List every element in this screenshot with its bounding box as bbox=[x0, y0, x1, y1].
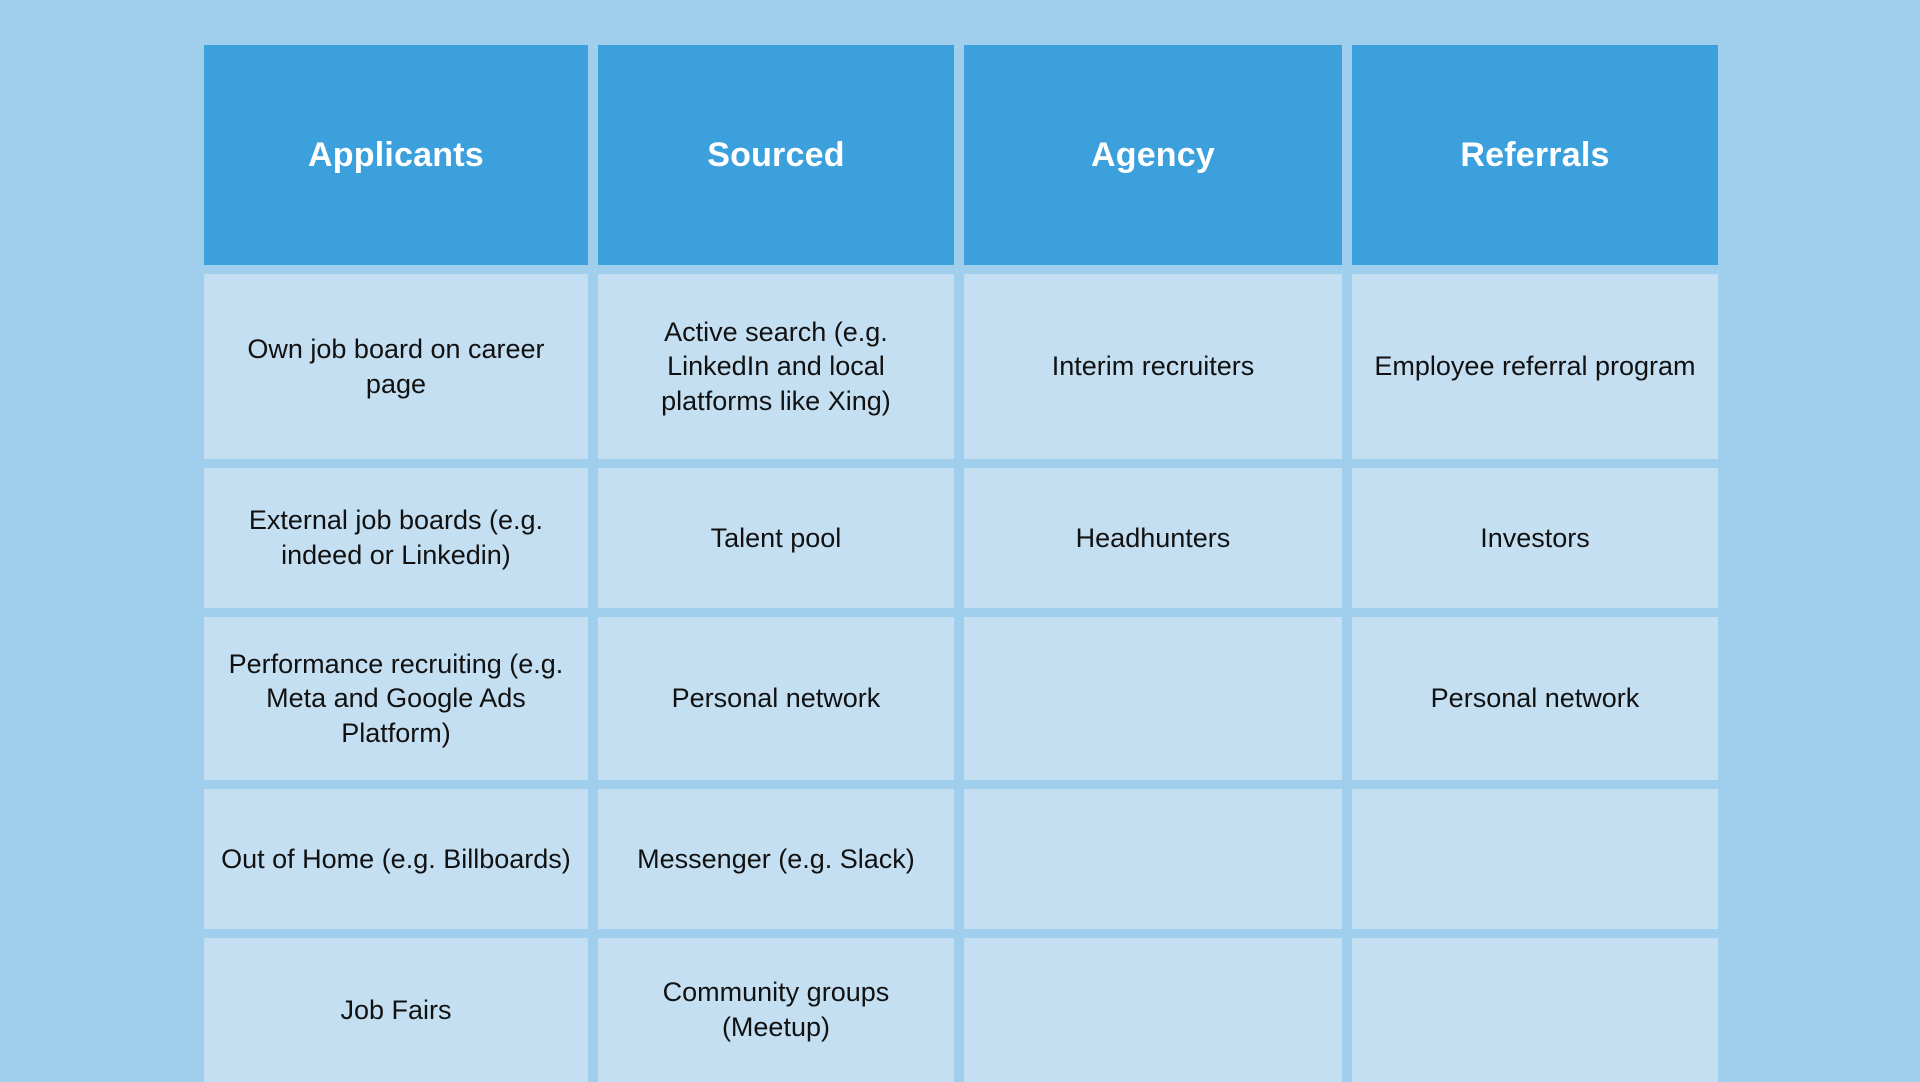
cell-text: Performance recruiting (e.g. Meta and Go… bbox=[228, 648, 564, 748]
column-header-label: Applicants bbox=[308, 135, 484, 174]
table-cell-empty[interactable] bbox=[1351, 938, 1718, 1082]
table-cell-empty[interactable] bbox=[1351, 789, 1718, 929]
cell-text: Out of Home (e.g. Billboards) bbox=[221, 843, 571, 874]
column-header-label: Sourced bbox=[707, 135, 845, 174]
table-cell-empty[interactable] bbox=[964, 789, 1342, 929]
channels-table: Applicants Sourced Agency Referrals Own … bbox=[204, 45, 1718, 1082]
column-header-sourced[interactable]: Sourced bbox=[597, 45, 954, 265]
cell-text: Employee referral program bbox=[1374, 351, 1696, 382]
cell-text: Active search (e.g. LinkedIn and local p… bbox=[661, 316, 891, 416]
cell-text: Personal network bbox=[671, 683, 881, 714]
table-cell[interactable]: Job Fairs bbox=[204, 938, 588, 1082]
table-cell[interactable]: Investors bbox=[1351, 468, 1718, 608]
table-cell[interactable]: Personal network bbox=[1351, 617, 1718, 780]
cell-text: Messenger (e.g. Slack) bbox=[637, 843, 915, 874]
column-header-agency[interactable]: Agency bbox=[964, 45, 1342, 265]
table-cell[interactable]: Active search (e.g. LinkedIn and local p… bbox=[597, 274, 954, 459]
cell-text: Own job board on career page bbox=[247, 333, 545, 399]
cell-text: Interim recruiters bbox=[1051, 351, 1255, 382]
cell-text: Headhunters bbox=[1075, 522, 1231, 553]
table-cell[interactable]: Messenger (e.g. Slack) bbox=[597, 789, 954, 929]
table-cell[interactable]: Out of Home (e.g. Billboards) bbox=[204, 789, 588, 929]
table-cell[interactable]: External job boards (e.g. indeed or Link… bbox=[204, 468, 588, 608]
table-cell[interactable]: Performance recruiting (e.g. Meta and Go… bbox=[204, 617, 588, 780]
table-cell[interactable]: Employee referral program bbox=[1351, 274, 1718, 459]
table-cell[interactable]: Headhunters bbox=[964, 468, 1342, 608]
table-cell-empty[interactable] bbox=[964, 617, 1342, 780]
column-header-applicants[interactable]: Applicants bbox=[204, 45, 588, 265]
table-cell[interactable]: Community groups (Meetup) bbox=[597, 938, 954, 1082]
cell-text: Job Fairs bbox=[340, 994, 452, 1025]
cell-text: Investors bbox=[1480, 522, 1590, 553]
cell-text: Talent pool bbox=[710, 522, 842, 553]
cell-text: External job boards (e.g. indeed or Link… bbox=[248, 505, 544, 570]
table-cell[interactable]: Personal network bbox=[597, 617, 954, 780]
table-cell-empty[interactable] bbox=[964, 938, 1342, 1082]
table-cell[interactable]: Own job board on career page bbox=[204, 274, 588, 459]
table-cell[interactable]: Interim recruiters bbox=[964, 274, 1342, 459]
cell-text: Personal network bbox=[1430, 683, 1640, 714]
column-header-label: Referrals bbox=[1460, 135, 1610, 174]
column-header-referrals[interactable]: Referrals bbox=[1351, 45, 1718, 265]
cell-text: Community groups (Meetup) bbox=[662, 977, 890, 1042]
column-header-label: Agency bbox=[1090, 135, 1215, 174]
table-cell[interactable]: Talent pool bbox=[597, 468, 954, 608]
